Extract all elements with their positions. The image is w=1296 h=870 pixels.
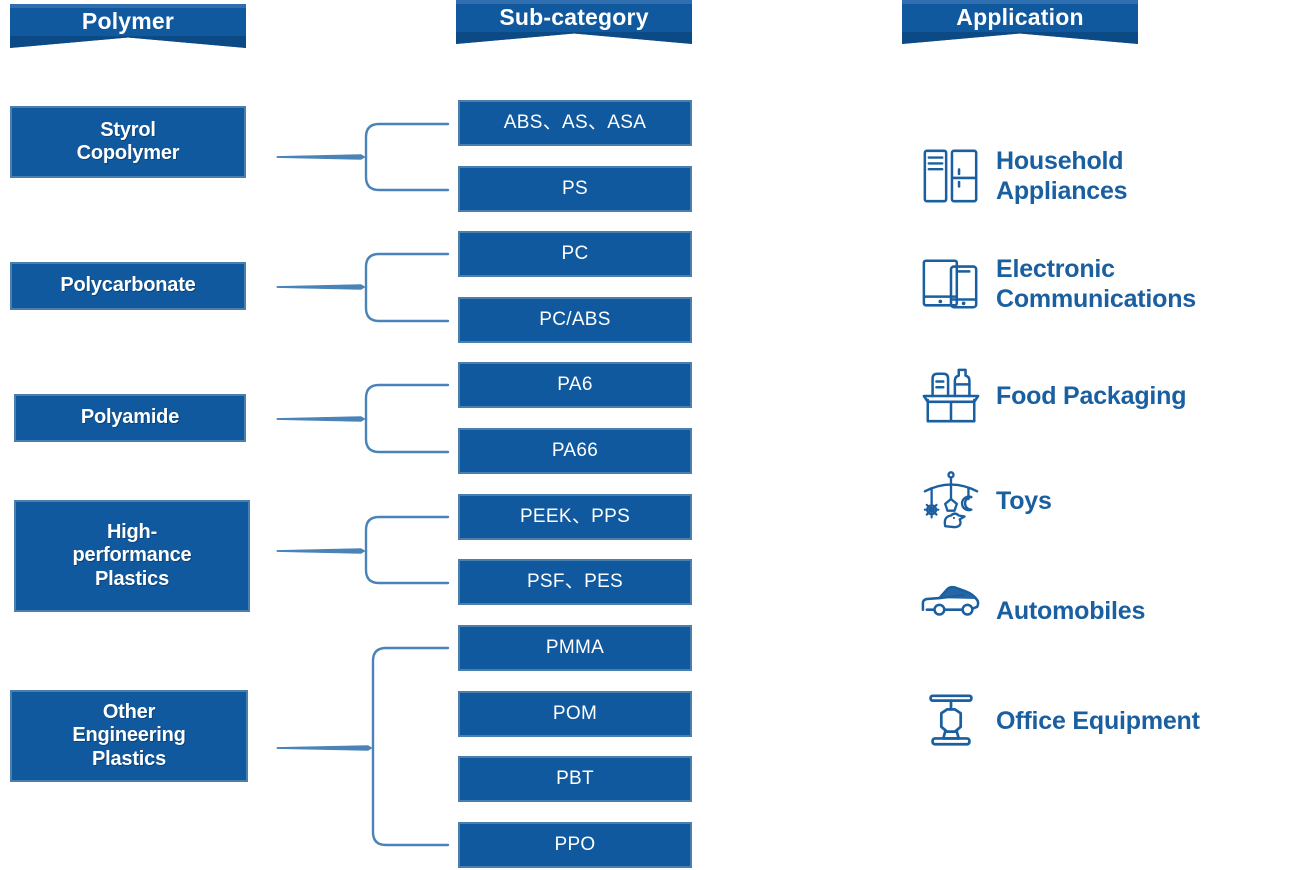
polymer-box-label: Polyamide <box>80 406 180 429</box>
application-row-electronic-communications[interactable]: Electronic Communications <box>920 253 1196 315</box>
polymer-box-label: High- performance Plastics <box>72 521 192 590</box>
polymer-box-label: Polycarbonate <box>60 274 196 297</box>
subcategory-box-pom[interactable]: POM <box>458 691 692 737</box>
subcategory-box-label: PA66 <box>551 439 599 461</box>
subcategory-box-pc_abs[interactable]: PC/ABS <box>458 297 692 343</box>
subcategory-box-pa66[interactable]: PA66 <box>458 428 692 474</box>
application-row-food-packaging[interactable]: Food Packaging <box>920 365 1186 427</box>
subcategory-box-label: ABS、AS、ASA <box>503 111 647 133</box>
header-ribbon-subcategory: Sub-category <box>456 0 692 44</box>
subcategory-box-ppo[interactable]: PPO <box>458 822 692 868</box>
application-label-office-equipment: Office Equipment <box>996 707 1200 735</box>
subcategory-box-label: PPO <box>554 833 596 855</box>
subcategory-box-label: PSF、PES <box>526 570 624 592</box>
subcategory-box-label: POM <box>552 702 598 724</box>
subcategory-box-pbt[interactable]: PBT <box>458 756 692 802</box>
polymer-box-styrol[interactable]: Styrol Copolymer <box>10 106 246 178</box>
subcategory-box-label: PC/ABS <box>539 308 611 330</box>
polymer-box-label: Other Engineering Plastics <box>72 701 186 770</box>
header-ribbon-polymer: Polymer <box>10 4 246 48</box>
ribbon-highlight-strip <box>902 0 1138 4</box>
baby-mobile-duck-icon <box>920 470 982 532</box>
subcategory-box-label: PC <box>561 242 589 264</box>
subcategory-box-ps[interactable]: PS <box>458 166 692 212</box>
subcategory-box-label: PA6 <box>557 373 593 395</box>
conn-styrol <box>276 122 450 192</box>
header-label-polymer: Polymer <box>81 8 175 34</box>
conn-pc <box>276 252 450 323</box>
polymer-box-pa[interactable]: Polyamide <box>14 394 246 442</box>
polymer-box-other_eng[interactable]: Other Engineering Plastics <box>10 690 248 782</box>
application-label-household-appliances: Household Appliances <box>996 147 1128 205</box>
subcategory-box-pa6[interactable]: PA6 <box>458 362 692 408</box>
application-label-toys: Toys <box>996 487 1052 515</box>
ribbon-notch-shadow <box>456 32 692 44</box>
grocery-box-icon <box>920 365 982 427</box>
subcategory-box-pmma[interactable]: PMMA <box>458 625 692 671</box>
ribbon-notch-shadow <box>902 32 1138 44</box>
application-label-food-packaging: Food Packaging <box>996 382 1187 410</box>
conn-hpp <box>276 515 450 585</box>
polymer-box-pc[interactable]: Polycarbonate <box>10 262 246 310</box>
subcategory-box-label: PBT <box>556 767 594 789</box>
subcategory-box-label: PEEK、PPS <box>519 505 631 527</box>
subcategory-box-label: PMMA <box>545 636 605 658</box>
car-icon <box>920 580 982 642</box>
application-row-household-appliances[interactable]: Household Appliances <box>920 145 1128 207</box>
tablet-smartphone-icon <box>920 253 982 315</box>
conn-other-eng <box>276 646 450 847</box>
office-chair-icon <box>920 690 982 752</box>
ribbon-highlight-strip <box>456 0 692 4</box>
header-label-application: Application <box>956 4 1084 30</box>
header-label-subcategory: Sub-category <box>499 4 649 30</box>
ribbon-highlight-strip <box>10 4 246 8</box>
subcategory-box-label: PS <box>562 177 588 199</box>
subcategory-box-peek_pps[interactable]: PEEK、PPS <box>458 494 692 540</box>
subcategory-box-pc_sub[interactable]: PC <box>458 231 692 277</box>
application-label-automobiles: Automobiles <box>996 597 1146 625</box>
polymer-box-label: Styrol Copolymer <box>76 118 180 164</box>
application-row-automobiles[interactable]: Automobiles <box>920 580 1145 642</box>
subcategory-box-abs_as_asa[interactable]: ABS、AS、ASA <box>458 100 692 146</box>
washing-machine-refrigerator-icon <box>920 145 982 207</box>
application-row-office-equipment[interactable]: Office Equipment <box>920 690 1200 752</box>
conn-pa <box>276 383 450 454</box>
ribbon-notch-shadow <box>10 36 246 48</box>
application-row-toys[interactable]: Toys <box>920 470 1052 532</box>
application-label-electronic-communications: Electronic Communications <box>996 255 1196 313</box>
subcategory-box-psf_pes[interactable]: PSF、PES <box>458 559 692 605</box>
polymer-box-hpp[interactable]: High- performance Plastics <box>14 500 250 612</box>
header-ribbon-application: Application <box>902 0 1138 44</box>
